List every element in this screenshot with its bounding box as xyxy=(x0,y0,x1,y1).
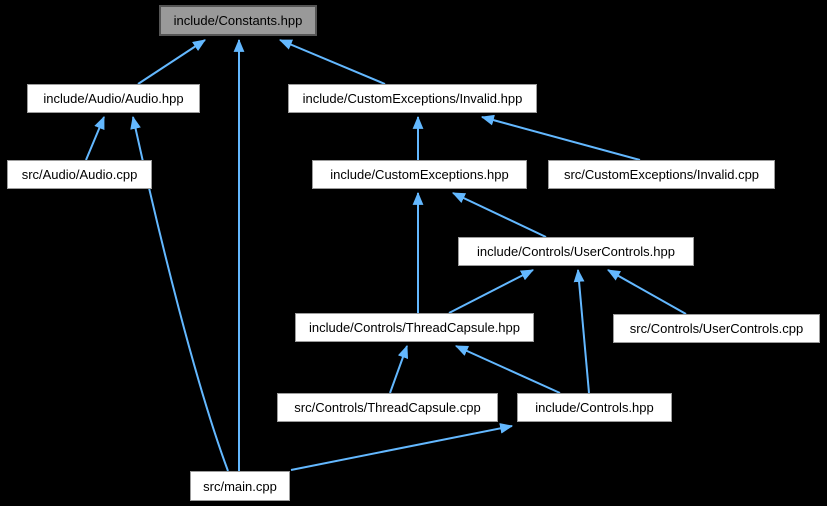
graph-node-label: include/Constants.hpp xyxy=(173,13,303,28)
graph-node-audio_cpp[interactable]: src/Audio/Audio.cpp xyxy=(7,160,152,189)
graph-node-label: src/main.cpp xyxy=(203,478,277,494)
graph-node-threadcapsule_hpp[interactable]: include/Controls/ThreadCapsule.hpp xyxy=(295,313,534,342)
graph-node-label: include/Controls/ThreadCapsule.hpp xyxy=(308,320,520,335)
edge-invalid_hpp-to-constants_hpp xyxy=(279,39,386,85)
graph-node-label: src/Audio/Audio.cpp xyxy=(21,167,138,182)
edge-controls_hpp-to-threadcapsule_hpp xyxy=(455,345,561,394)
edge-controls_hpp-to-usercontrols_hpp xyxy=(573,268,590,394)
graph-node-label: src/Controls/ThreadCapsule.cpp xyxy=(294,400,481,415)
graph-node-label: include/CustomExceptions/Invalid.hpp xyxy=(302,91,523,106)
graph-node-label: include/Audio/Audio.hpp xyxy=(43,91,184,106)
graph-node-audio_hpp[interactable]: include/Audio/Audio.hpp xyxy=(27,84,200,113)
edge-audio_hpp-to-constants_hpp xyxy=(137,39,206,85)
edge-usercontrols_cpp-to-usercontrols_hpp xyxy=(607,269,687,315)
edge-threadcapsule_hpp-to-usercontrols_hpp xyxy=(448,269,534,314)
edge-audio_cpp-to-audio_hpp xyxy=(85,116,105,161)
graph-node-customexceptions_hpp[interactable]: include/CustomExceptions.hpp xyxy=(312,160,527,189)
edge-invalid_cpp-to-invalid_hpp xyxy=(480,114,641,161)
graph-node-main_cpp[interactable]: src/main.cpp xyxy=(190,471,290,501)
graph-node-label: include/Controls.hpp xyxy=(535,400,654,415)
graph-node-constants_hpp[interactable]: include/Constants.hpp xyxy=(159,5,317,36)
graph-node-threadcapsule_cpp[interactable]: src/Controls/ThreadCapsule.cpp xyxy=(277,393,498,422)
edge-usercontrols_hpp-to-customexceptions_hpp xyxy=(452,192,547,238)
graph-node-label: include/CustomExceptions.hpp xyxy=(330,167,509,182)
graph-node-invalid_hpp[interactable]: include/CustomExceptions/Invalid.hpp xyxy=(288,84,537,113)
graph-node-usercontrols_hpp[interactable]: include/Controls/UserControls.hpp xyxy=(458,237,694,266)
edge-main_cpp-to-controls_hpp xyxy=(290,423,514,471)
graph-node-controls_hpp[interactable]: include/Controls.hpp xyxy=(517,393,672,422)
graph-node-usercontrols_cpp[interactable]: src/Controls/UserControls.cpp xyxy=(613,314,820,343)
graph-node-label: src/Controls/UserControls.cpp xyxy=(629,321,804,336)
edge-threadcapsule_cpp-to-threadcapsule_hpp xyxy=(389,344,409,394)
graph-node-label: include/Controls/UserControls.hpp xyxy=(477,244,675,259)
graph-node-label: src/CustomExceptions/Invalid.cpp xyxy=(563,167,760,182)
graph-node-invalid_cpp[interactable]: src/CustomExceptions/Invalid.cpp xyxy=(548,160,775,189)
